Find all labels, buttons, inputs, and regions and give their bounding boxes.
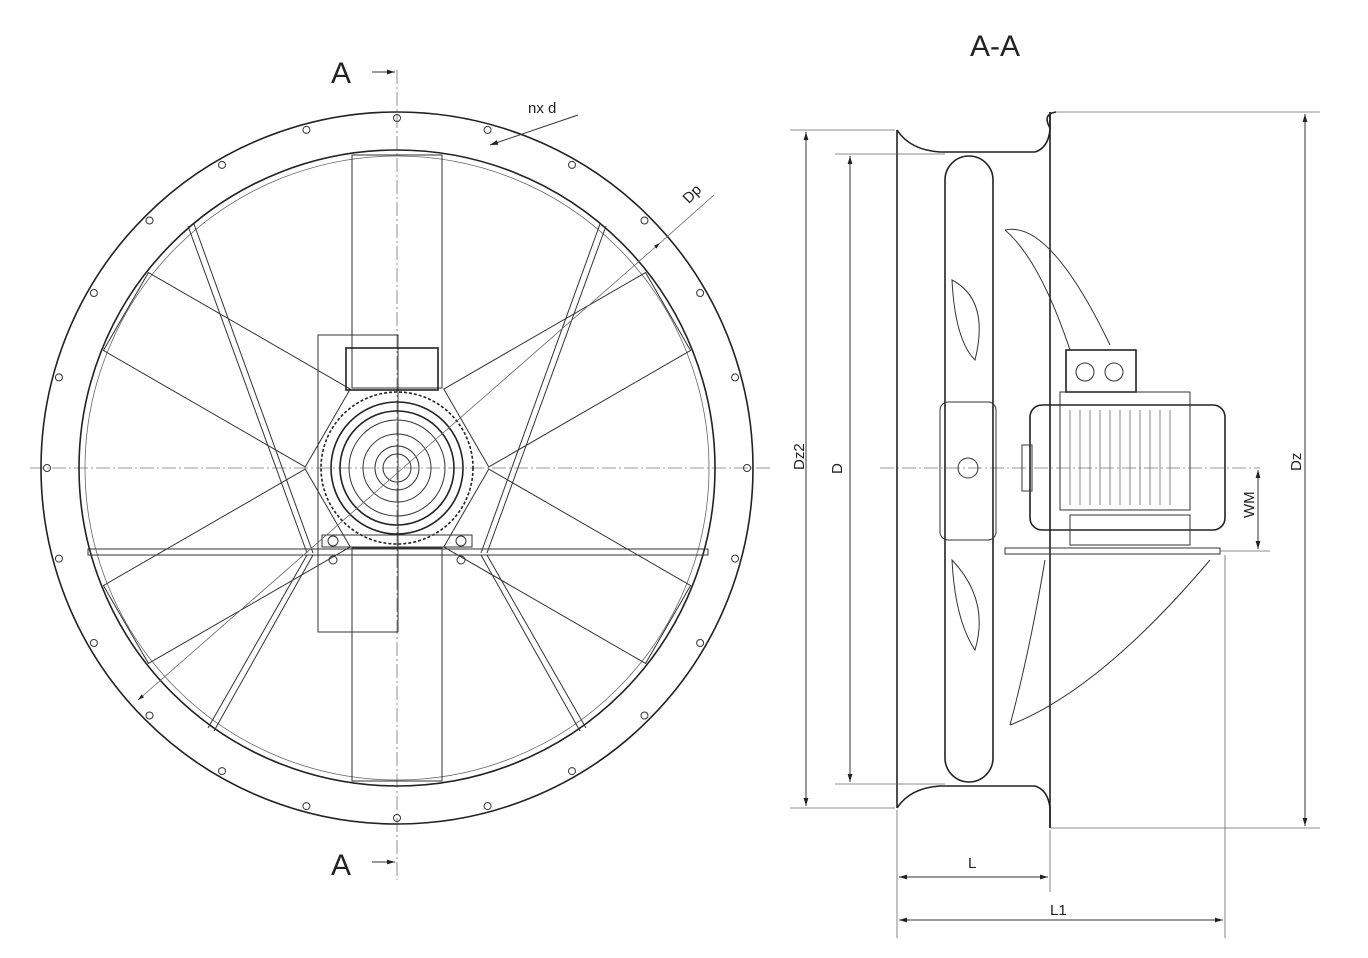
bolt-hole xyxy=(696,289,705,297)
blade xyxy=(443,468,692,665)
front-view: A A nx d Dp xyxy=(30,57,770,882)
section-mark-top: A xyxy=(331,57,351,90)
bolt-hole xyxy=(640,711,649,720)
bolt-hole xyxy=(89,289,98,297)
bolt-hole xyxy=(483,125,492,134)
blade xyxy=(102,468,351,665)
dim-dz: Dz xyxy=(1288,453,1305,471)
section-mark-bottom: A xyxy=(331,849,351,882)
section-title: A-A xyxy=(970,30,1020,63)
motor-body xyxy=(1029,404,1226,531)
duct-inner-ring xyxy=(78,149,716,787)
bolt-hole xyxy=(54,554,63,563)
bolt-hole xyxy=(89,639,98,647)
dim-l: L xyxy=(968,855,976,872)
bolt-hole xyxy=(302,802,311,811)
bolt-count-diameter-label: nx d xyxy=(528,100,556,117)
bolt-holes xyxy=(43,114,751,822)
bolt-hole xyxy=(43,464,51,472)
outer-flange xyxy=(40,111,754,825)
blade xyxy=(102,271,351,468)
section-view: A-A Dz2 D Dz xyxy=(790,30,1320,938)
bolt-hole xyxy=(393,114,401,122)
bolt-hole xyxy=(743,464,751,472)
bolt-hole xyxy=(145,711,154,720)
bolt-hole xyxy=(54,373,63,382)
bolt-hole xyxy=(696,639,705,647)
motor-front xyxy=(317,334,474,633)
bolt-hole xyxy=(568,767,576,776)
bolt-hole xyxy=(731,554,740,563)
bolt-hole xyxy=(640,216,649,225)
pitch-diameter-label: Dp xyxy=(680,181,706,207)
blade xyxy=(443,271,692,468)
duct-inner-edge xyxy=(84,155,710,781)
bolt-hole xyxy=(218,767,226,776)
bolt-hole xyxy=(483,802,492,811)
dim-d: D xyxy=(829,463,846,474)
bolt-hole xyxy=(302,125,311,134)
dim-wm: WM xyxy=(1241,491,1258,518)
bolt-hole xyxy=(218,160,226,169)
dim-l1: L1 xyxy=(1050,902,1067,919)
bolt-hole xyxy=(731,373,740,382)
dim-dz2: Dz2 xyxy=(791,443,808,470)
bolt-hole xyxy=(568,160,576,169)
bolt-hole xyxy=(145,216,154,225)
bolt-hole xyxy=(393,814,401,822)
